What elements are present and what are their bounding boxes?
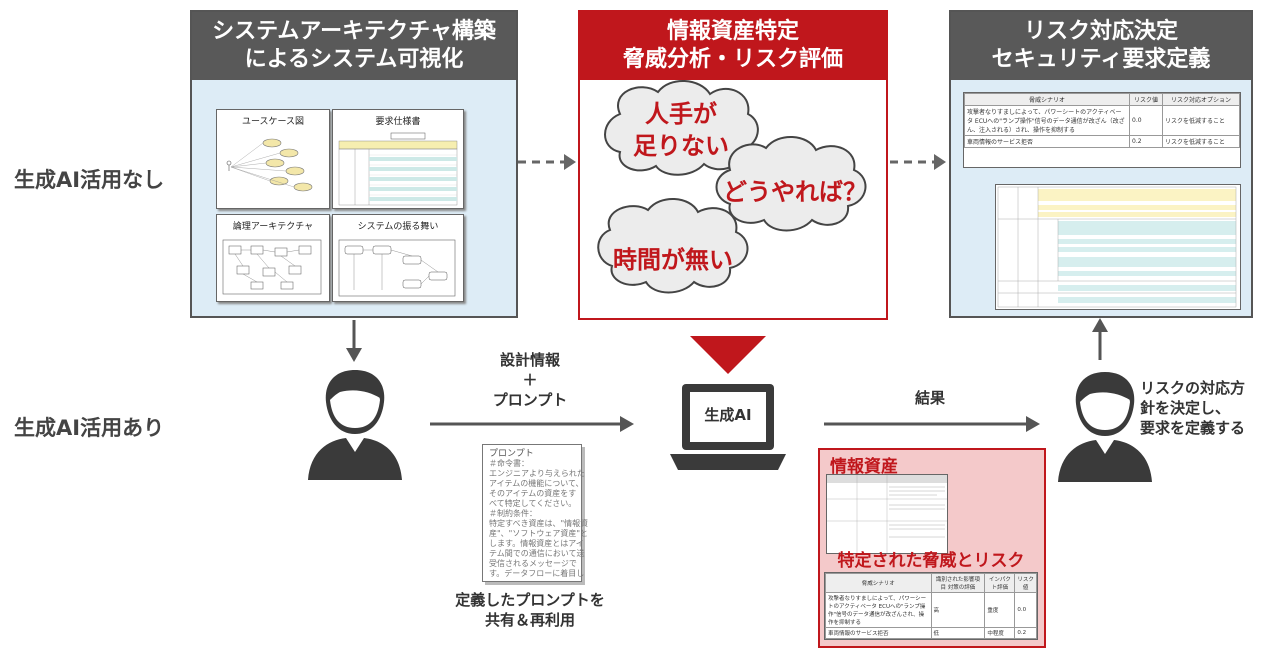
table-cell: 重度 [984, 592, 1016, 628]
table-cell: リスクを低減すること [1162, 135, 1240, 148]
table-row: 攻撃者なりすましによって、パワーシートのアクティベータ ECUへの"ランプ操作"… [964, 105, 1240, 136]
prompt-line: エンジニアより与えられた [489, 469, 585, 478]
table-cell: 低 [930, 627, 986, 639]
analysis-title-line2: 脅威分析・リスク評価 [622, 47, 843, 72]
decision-maker-caption: リスクの対応方 針を決定し、 要求を定義する [1140, 379, 1246, 437]
analysis-panel-header: 情報資産特定 脅威分析・リスク評価 [580, 12, 886, 80]
decision-maker-person-icon [1058, 372, 1152, 482]
logical-architecture-thumbnail: 論理アーキテクチャ [216, 214, 330, 302]
prompt-line: 産"、"ソフトウェア資産"と [489, 529, 589, 538]
risk-decision-table-thumbnail: 脅威シナリオ リスク値 リスク対応オプション 攻撃者なりすましによって、パワーシ… [963, 92, 1241, 168]
prompt-document: プロンプト ＃命令書： エンジニアより与えられた アイテムの機能について、 その… [482, 444, 589, 582]
table-cell: リスクを低減すること [1162, 105, 1240, 136]
input-arrow [430, 416, 634, 432]
use-case-diagram-thumbnail: ユースケース図 [216, 109, 330, 209]
cloud-text-not-enough-people: 人手が 足りない [633, 100, 729, 160]
table-header: 識別された影響項目 対策の評価 [930, 573, 986, 593]
visualization-title-line1: システムアーキテクチャ構築 [212, 19, 496, 44]
table-cell: 攻撃者なりすましによって、パワーシートのアクティベータ ECUへの"ランプ操作"… [825, 592, 932, 628]
thumbnail-title: システムの振る舞い [357, 222, 439, 232]
row-label-without-ai: 生成AI活用なし [14, 168, 165, 192]
prompt-line: ＃制約条件： [489, 509, 537, 518]
info-assets-table-drawing [827, 475, 947, 553]
result-label: 結果 [914, 389, 945, 407]
table-row: 攻撃者なりすましによって、パワーシートのアクティベータ ECUへの"ランプ操作"… [825, 592, 1037, 628]
prompt-line: します。情報資産とはアイ [489, 539, 584, 548]
result-arrow [824, 416, 1040, 432]
input-label: 設計情報 ＋ プロンプト [492, 351, 568, 409]
prompt-line: 特定すべき資産は、"情報資 [489, 519, 589, 528]
table-cell: 車両情報のサービス拒否 [964, 135, 1130, 148]
table-row: 車両情報のサービス拒否 低 中程度 0.2 [825, 627, 1037, 639]
table-header: 脅威シナリオ [964, 93, 1130, 106]
threat-risk-table: 脅威シナリオ 識別された影響項目 対策の評価 インパクト評価 リスク値 攻撃者な… [825, 573, 1037, 639]
table-cell: 0.2 [1129, 135, 1163, 148]
thumbnail-title: 論理アーキテクチャ [232, 222, 314, 232]
threat-risk-table-thumbnail: 脅威シナリオ 識別された影響項目 対策の評価 インパクト評価 リスク値 攻撃者な… [824, 572, 1038, 640]
decision-panel: リスク対応決定 セキュリティ要求定義 脅威シナリオ リスク値 リスク対応オプショ… [949, 10, 1253, 318]
result-document: 情報資産 特定された脅威とリスク 脅威シナリオ 識別された影響項目 対策の評価 … [818, 448, 1046, 648]
engineer-person-icon [308, 370, 402, 480]
security-requirements-drawing [997, 186, 1237, 308]
system-behavior-thumbnail: システムの振る舞い [332, 214, 464, 302]
prompt-line: そのアイテムの資産をす [489, 489, 577, 498]
analysis-title-line1: 情報資産特定 [666, 19, 799, 44]
dashed-arrow-1 [518, 154, 576, 170]
table-header: インパクト評価 [984, 573, 1016, 593]
prompt-line: べて特定してください。 [489, 499, 577, 508]
prompt-line: す。データフローに着目し [489, 569, 585, 578]
cloud-text-how-to-do: どうやれば？ [723, 178, 867, 206]
system-behavior-drawing [338, 239, 456, 297]
up-arrow [1092, 318, 1108, 360]
info-assets-label: 情報資産 [830, 457, 898, 477]
prompt-caption: 定義したプロンプトを 共有＆再利用 [455, 591, 605, 629]
prompt-line: ＃命令書： [489, 459, 529, 468]
risk-decision-table: 脅威シナリオ リスク値 リスク対応オプション 攻撃者なりすましによって、パワーシ… [964, 93, 1240, 148]
table-header: リスク値 [1129, 93, 1163, 106]
info-assets-table-thumbnail [826, 474, 948, 554]
thought-clouds-drawing [597, 79, 867, 294]
use-case-diagram-drawing [226, 138, 313, 192]
cloud-text-no-time: 時間が無い [613, 246, 733, 274]
red-down-triangle [690, 336, 766, 374]
prompt-line: 受信されるメッセージで [489, 559, 577, 568]
visualization-panel: システムアーキテクチャ構築 によるシステム可視化 ユースケース図 要求仕様書 [190, 10, 518, 318]
threats-and-risks-label: 特定された脅威とリスク [837, 551, 1025, 571]
laptop-icon [670, 384, 786, 470]
analysis-panel: 情報資産特定 脅威分析・リスク評価 人手が 足りない どうやれば？ 時間が無い [578, 10, 888, 320]
thumbnail-title: 要求仕様書 [375, 117, 421, 127]
thumbnail-title: ユースケース図 [241, 117, 305, 127]
table-row: 車両情報のサービス拒否 0.2 リスクを低減すること [964, 135, 1240, 148]
decision-title-line2: セキュリティ要求定義 [991, 47, 1211, 72]
dashed-arrow-2 [890, 154, 946, 170]
prompt-line: プロンプト [489, 449, 534, 459]
table-cell: 0.2 [1014, 627, 1037, 639]
visualization-title-line2: によるシステム可視化 [244, 47, 464, 72]
down-arrow [346, 320, 362, 362]
requirements-spec-thumbnail: 要求仕様書 [332, 109, 464, 209]
table-header: リスク値 [1014, 573, 1037, 593]
prompt-line: テム間での通信において送 [489, 549, 585, 558]
security-requirements-thumbnail [995, 184, 1241, 310]
table-header: リスク対応オプション [1162, 93, 1240, 106]
table-cell: 中程度 [984, 627, 1016, 639]
table-cell: 攻撃者なりすましによって、パワーシートのアクティベータ ECUへの"ランプ操作"… [964, 105, 1130, 136]
logical-architecture-drawing [222, 239, 322, 295]
visualization-panel-header: システムアーキテクチャ構築 によるシステム可視化 [192, 12, 516, 80]
row-label-with-ai: 生成AI活用あり [14, 416, 165, 440]
decision-title-line1: リスク対応決定 [1023, 19, 1178, 44]
generative-ai-label: 生成AI [704, 406, 752, 424]
table-cell: 車両情報のサービス拒否 [825, 627, 932, 639]
table-cell: 0.0 [1129, 105, 1163, 136]
table-cell: 0.0 [1014, 592, 1037, 628]
table-header: 脅威シナリオ [825, 573, 932, 593]
requirements-table-drawing [338, 132, 458, 206]
table-cell: 高 [930, 592, 986, 628]
decision-panel-header: リスク対応決定 セキュリティ要求定義 [951, 12, 1251, 80]
prompt-line: アイテムの機能について、 [489, 479, 584, 488]
